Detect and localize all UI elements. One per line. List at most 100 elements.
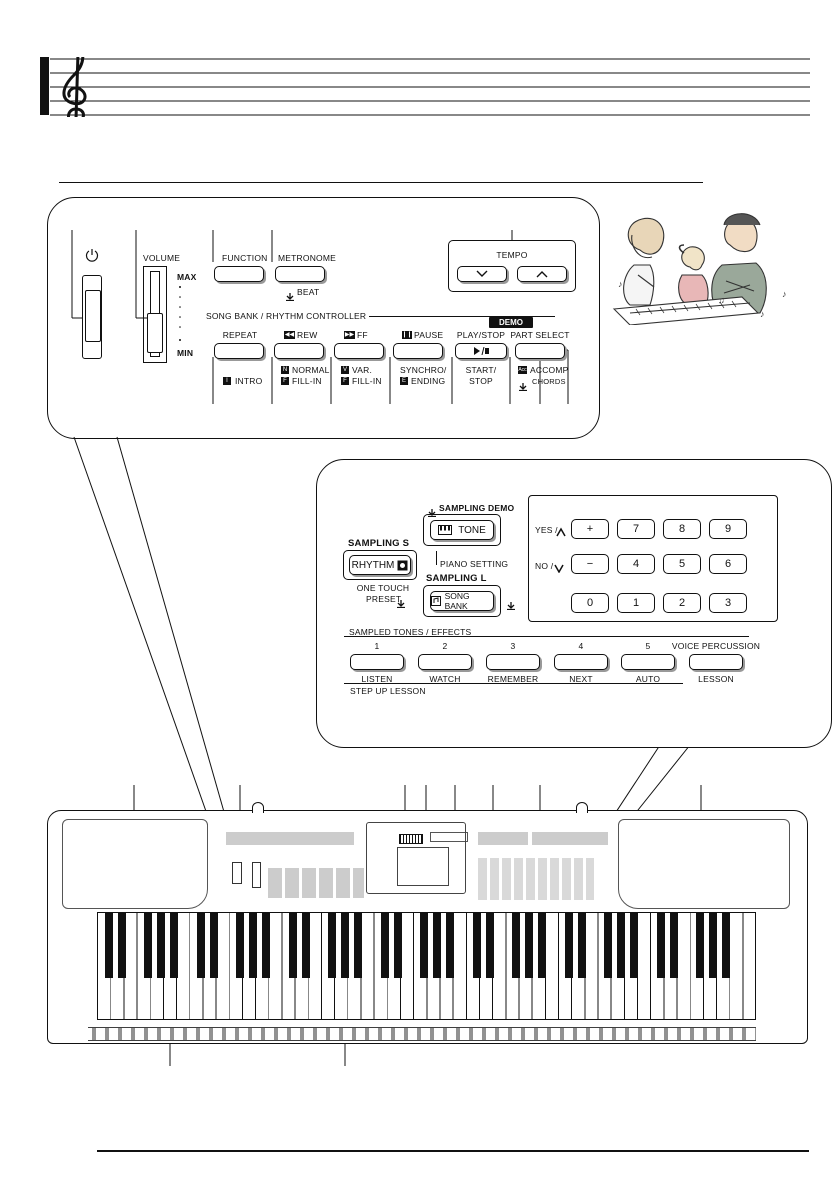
power-button[interactable]: [82, 275, 102, 359]
intro-icon: I: [223, 377, 231, 385]
song-bank-label: SONG BANK: [444, 591, 470, 611]
numpad-plus[interactable]: +: [571, 519, 609, 539]
volume-slider-knob[interactable]: [147, 313, 163, 353]
tone-label: TONE: [458, 524, 486, 536]
stop-label: STOP: [469, 376, 493, 386]
song-bank-controller-label: SONG BANK / RHYTHM CONTROLLER: [206, 311, 367, 321]
numpad-6[interactable]: 6: [709, 554, 747, 574]
next-button[interactable]: [554, 654, 608, 670]
auto-button[interactable]: [621, 654, 675, 670]
rhythm-button[interactable]: RHYTHM: [349, 555, 411, 575]
sampled-tones-label: SAMPLED TONES / EFFECTS: [349, 627, 472, 637]
remember-button[interactable]: [486, 654, 540, 670]
tone-button[interactable]: TONE: [430, 520, 494, 540]
var-label: VAR.: [352, 365, 373, 375]
sampling-s-label: SAMPLING S: [348, 538, 410, 549]
part-select-label: PART SELECT: [510, 330, 570, 340]
sampling-l-label: SAMPLING L: [426, 573, 487, 584]
speaker-right: [618, 819, 790, 909]
numpad-7[interactable]: 7: [617, 519, 655, 539]
function-label: FUNCTION: [222, 253, 268, 263]
svg-text:♪: ♪: [782, 289, 787, 299]
volume-label: VOLUME: [143, 253, 181, 263]
listen-label: LISTEN: [361, 674, 393, 684]
ending-icon: E: [400, 377, 408, 385]
numpad-9[interactable]: 9: [709, 519, 747, 539]
play-stop-label: PLAY/STOP: [456, 330, 506, 340]
tempo-down-button[interactable]: [457, 266, 507, 282]
numpad-3[interactable]: 3: [709, 593, 747, 613]
lcd-display: [366, 822, 466, 894]
repeat-button[interactable]: [214, 343, 264, 359]
auto-label: AUTO: [635, 674, 661, 684]
piano-icon: [438, 525, 453, 535]
svg-text:♫: ♫: [718, 295, 725, 305]
piano-setting-rule: [436, 551, 437, 565]
rhythm-list-strip: [532, 832, 608, 845]
function-button[interactable]: [214, 266, 264, 282]
piano-setting-label: PIANO SETTING: [440, 559, 509, 569]
lesson-label: LESSON: [698, 674, 734, 684]
usb-port: [399, 834, 423, 844]
pause-label: PAUSE: [414, 330, 444, 340]
numpad-8[interactable]: 8: [663, 519, 701, 539]
song-bank-button[interactable]: SONG BANK: [430, 591, 494, 611]
listen-button[interactable]: [350, 654, 404, 670]
power-icon: [85, 248, 99, 262]
no-label: NO /: [535, 561, 554, 571]
yes-label: YES /: [535, 525, 558, 535]
watch-button[interactable]: [418, 654, 472, 670]
numpad-5[interactable]: 5: [663, 554, 701, 574]
numpad-4[interactable]: 4: [617, 554, 655, 574]
num-4: 4: [578, 641, 584, 651]
part-select-button[interactable]: [515, 343, 565, 359]
ending-label: ENDING: [411, 376, 446, 386]
song-bank-icon: [431, 596, 441, 606]
volume-min-label: MIN: [177, 348, 194, 358]
section-rule: [59, 182, 703, 183]
start-label: START/: [465, 365, 497, 375]
chevron-up-icon: [536, 271, 548, 278]
beat-label: BEAT: [297, 287, 320, 297]
metronome-label: METRONOME: [278, 253, 336, 263]
chevron-down-icon: [476, 270, 488, 277]
family-illustration: ♪♫♪♪: [612, 213, 787, 325]
num-2: 2: [442, 641, 448, 651]
tempo-up-button[interactable]: [517, 266, 567, 282]
numpad-2[interactable]: 2: [663, 593, 701, 613]
fill-in-label-2: FILL-IN: [352, 376, 382, 386]
numpad-minus[interactable]: −: [571, 554, 609, 574]
controller-rule: [369, 316, 555, 317]
normal-icon: N: [281, 366, 289, 374]
play-stop-button[interactable]: [455, 343, 507, 359]
num-3: 3: [510, 641, 516, 651]
num-5: 5: [645, 641, 651, 651]
tone-list-strip: [478, 832, 528, 845]
svg-text:♪: ♪: [618, 279, 623, 289]
pause-button[interactable]: [393, 343, 443, 359]
chords-label: CHORDS: [532, 377, 566, 386]
demo-badge: DEMO: [489, 317, 533, 328]
key-icon-strip: [88, 1027, 756, 1041]
lesson-button[interactable]: [689, 654, 743, 670]
numpad-0[interactable]: 0: [571, 593, 609, 613]
accomp-icon: Acc: [518, 366, 527, 374]
metronome-button[interactable]: [275, 266, 325, 282]
rew-icon: ◀◀: [284, 331, 295, 339]
hold-icon: [286, 288, 294, 302]
numpad-frame: [528, 495, 778, 622]
volume-max-label: MAX: [177, 272, 197, 282]
song-bank-list-strip: [226, 832, 354, 845]
volume-slider-track[interactable]: [143, 266, 167, 363]
step-up-rule: [344, 683, 683, 684]
ff-button[interactable]: [334, 343, 384, 359]
sampling-demo-hold-icon: [428, 504, 436, 518]
one-touch-label: ONE TOUCH: [356, 583, 410, 593]
num-1: 1: [374, 641, 380, 651]
numpad-1[interactable]: 1: [617, 593, 655, 613]
sampled-tones-rule: [344, 636, 749, 637]
rhythm-icon: [397, 560, 408, 570]
tempo-bracket: [448, 240, 576, 292]
rew-button[interactable]: [274, 343, 324, 359]
play-stop-icon: [474, 347, 489, 355]
